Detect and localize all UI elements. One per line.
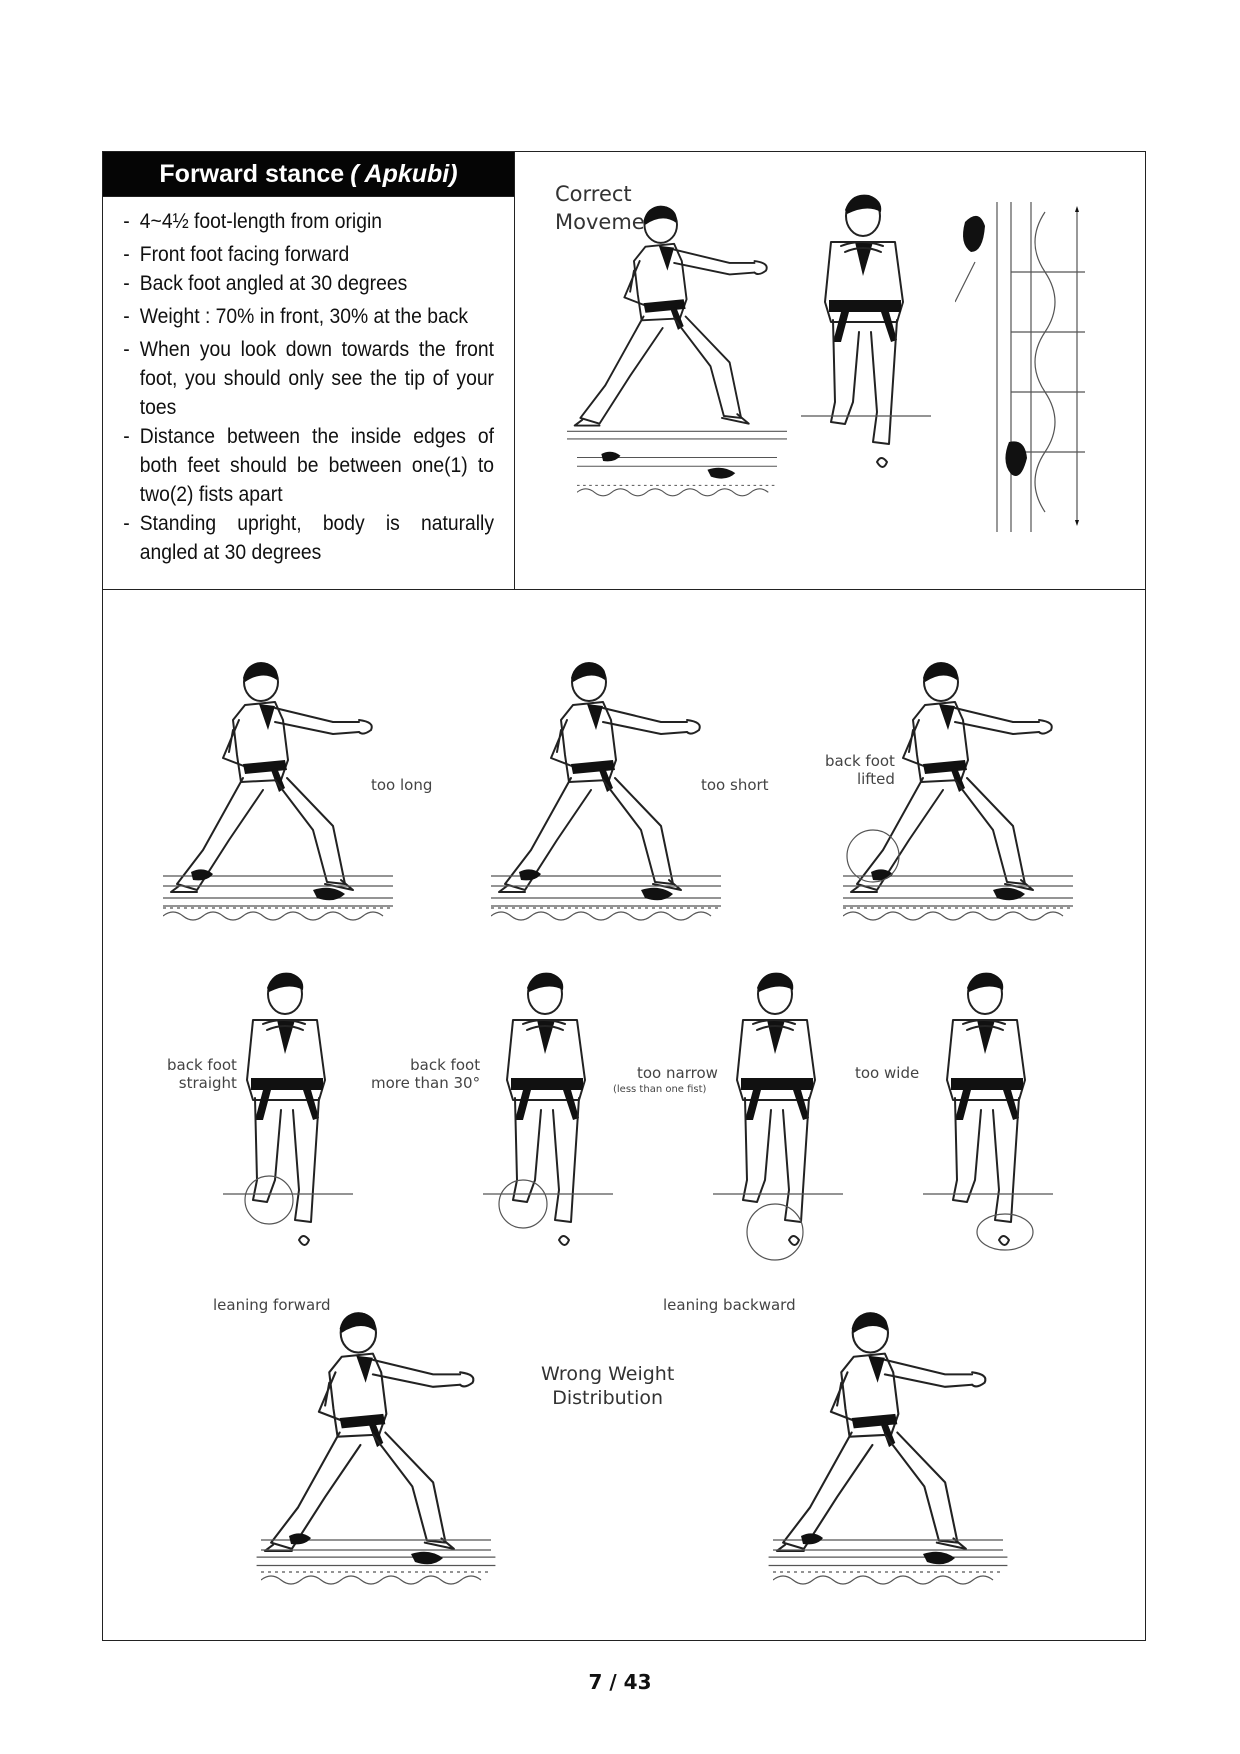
- too-wide-illustration: [923, 971, 1053, 1251]
- too-wide-label: too wide: [855, 1064, 920, 1082]
- list-item: Back foot angled at 30 degrees: [123, 269, 494, 298]
- too-long-illustration: [163, 661, 393, 921]
- top-row: Forward stance ( Apkubi) 4~4½ foot-lengt…: [103, 152, 1145, 590]
- content-frame: Forward stance ( Apkubi) 4~4½ foot-lengt…: [102, 151, 1146, 1641]
- back-foot-more-than-30-label: back foot more than 30°: [371, 1056, 481, 1092]
- too-long-label: too long: [371, 776, 433, 794]
- too-narrow-label: too narrow: [637, 1064, 718, 1082]
- description-panel: Forward stance ( Apkubi) 4~4½ foot-lengt…: [103, 152, 515, 589]
- list-item: Standing upright, body is naturally angl…: [123, 509, 494, 567]
- list-item: Distance between the inside edges of bot…: [123, 422, 494, 509]
- leaning-backward-label: leaning backward: [663, 1296, 796, 1314]
- page-total: 43: [623, 1670, 652, 1694]
- list-item: 4~4½ foot-length from origin: [123, 207, 494, 236]
- title-main: Forward stance: [159, 159, 345, 188]
- leaning-backward-illustration: [767, 1311, 1009, 1585]
- page-separator: /: [609, 1670, 617, 1694]
- back-foot-lifted-label: back foot lifted: [825, 752, 895, 788]
- too-short-label: too short: [701, 776, 769, 794]
- correct-side-illustration: [567, 205, 787, 497]
- bullet-list: 4~4½ foot-length from origin Front foot …: [103, 197, 505, 567]
- too-narrow-illustration: [713, 971, 843, 1261]
- back-foot-straight-label: back foot straight: [167, 1056, 237, 1092]
- too-short-illustration: [491, 661, 721, 921]
- correct-front-illustration: [801, 193, 931, 469]
- leaning-forward-illustration: [255, 1311, 497, 1585]
- wrong-weight-label: Wrong Weight Distribution: [541, 1363, 675, 1409]
- title-sub: ( Apkubi): [350, 159, 458, 188]
- page-current: 7: [588, 1670, 603, 1694]
- back-foot-lifted-illustration: [843, 661, 1073, 921]
- back-foot-more-than-30-illustration: [483, 971, 613, 1246]
- list-item: When you look down towards the front foo…: [123, 335, 494, 422]
- leaning-forward-label: leaning forward: [213, 1296, 331, 1314]
- section-title: Forward stance ( Apkubi): [103, 152, 514, 197]
- footprint-track-illustration: [955, 202, 1085, 532]
- common-errors-panel: too long too short back foot lifted back…: [103, 590, 1145, 1640]
- page-number: 7 / 43: [0, 1670, 1240, 1694]
- correct-movement-panel: Correct Movement: [515, 152, 1145, 589]
- list-item: Weight : 70% in front, 30% at the back: [123, 302, 494, 331]
- too-narrow-note: (less than one fist): [613, 1084, 707, 1095]
- list-item: Front foot facing forward: [123, 240, 494, 269]
- back-foot-straight-illustration: [223, 971, 353, 1246]
